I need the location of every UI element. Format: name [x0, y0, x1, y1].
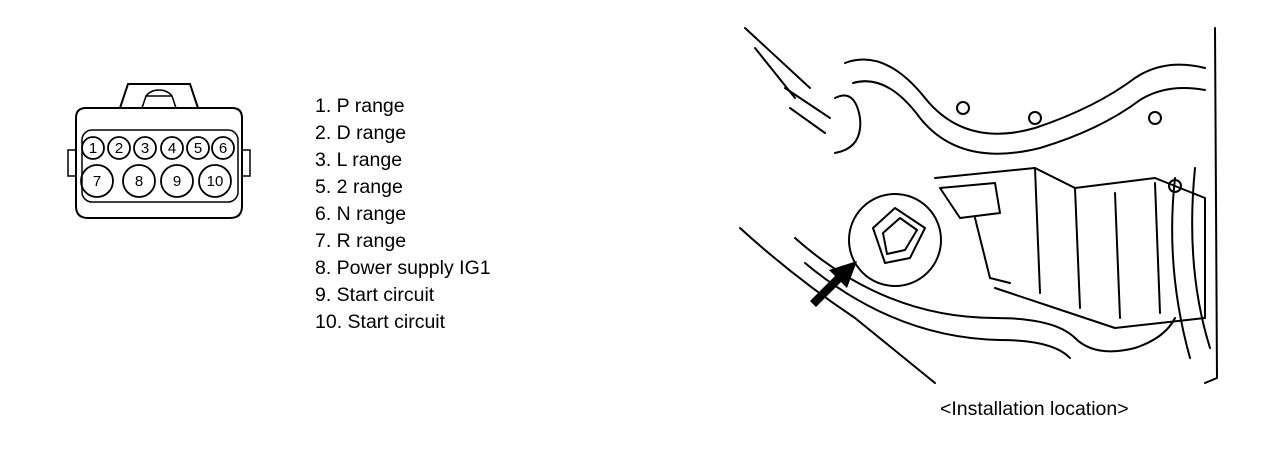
connector-pin-label: 9	[173, 173, 181, 190]
pin-description-list: 1. P range 2. D range 3. L range 5. 2 range…	[315, 93, 491, 336]
pin-description-item: 3. L range	[315, 149, 403, 171]
connector-latch	[119, 83, 199, 109]
connector-pin-label: 10	[207, 173, 224, 190]
hose-lower	[794, 237, 1176, 353]
connector-pin-9	[160, 164, 194, 198]
connector-side-tab-left	[67, 149, 77, 177]
connector-pin-label: 1	[89, 140, 97, 157]
pin-description-item: 2. D range	[315, 122, 407, 144]
pin-description-item: 7. R range	[315, 230, 407, 252]
pin-description-item: 8. Power supply IG1	[315, 257, 491, 279]
connector-pin-6	[211, 136, 235, 160]
hose-right	[1171, 167, 1211, 359]
bolt-4	[1168, 179, 1182, 193]
connector-pin-10	[198, 164, 232, 198]
hose-top	[844, 58, 1206, 135]
connector-pin-4	[160, 136, 184, 160]
tube-left-upper	[784, 87, 862, 154]
connector-latch-inner	[141, 89, 177, 109]
drawing-outline-right	[1204, 27, 1218, 384]
connector-pin-label: 6	[219, 140, 227, 157]
pin-description-item: 9. Start circuit	[315, 284, 435, 306]
hose-lower-inner	[804, 262, 1071, 359]
connector-pin-3	[133, 136, 157, 160]
connector-pin-5	[186, 136, 210, 160]
pin-description-item: 1. P range	[315, 95, 405, 117]
connector-pin-1	[81, 136, 105, 160]
bolt-2	[1028, 111, 1042, 125]
connector-pin-2	[107, 136, 131, 160]
switch-highlight-circle	[848, 193, 942, 287]
location-arrow	[810, 261, 857, 307]
bolt-1	[956, 101, 970, 115]
bolt-3	[1148, 111, 1162, 125]
connector-pin-label: 8	[135, 173, 143, 190]
hose-top-inner	[852, 80, 1206, 155]
connector-pin-7	[80, 164, 114, 198]
connector-cavity	[81, 129, 239, 203]
switch-bracket	[939, 182, 1011, 284]
connector-pin-label: 3	[141, 140, 149, 157]
connector-side-tab-right	[241, 149, 251, 177]
connector-pin-label: 4	[168, 140, 176, 157]
inhibitor-switch	[872, 207, 926, 264]
connector-pin-8	[122, 164, 156, 198]
pin-description-item: 6. N range	[315, 203, 407, 225]
connector-pin-label: 2	[115, 140, 123, 157]
rod-diagonal	[754, 47, 796, 99]
drawing-outline-left	[739, 27, 936, 384]
transmission-ribs	[1034, 167, 1161, 319]
pin-description-item: 5. 2 range	[315, 176, 403, 198]
connector-housing	[75, 107, 243, 219]
connector-pin-label: 5	[194, 140, 202, 157]
pin-description-item: 10. Start circuit	[315, 311, 446, 333]
connector-pin-label: 7	[93, 173, 101, 190]
installation-location-caption: <Installation location>	[940, 398, 1129, 420]
transmission-body	[934, 167, 1206, 329]
installation-location-drawing	[739, 27, 1218, 384]
